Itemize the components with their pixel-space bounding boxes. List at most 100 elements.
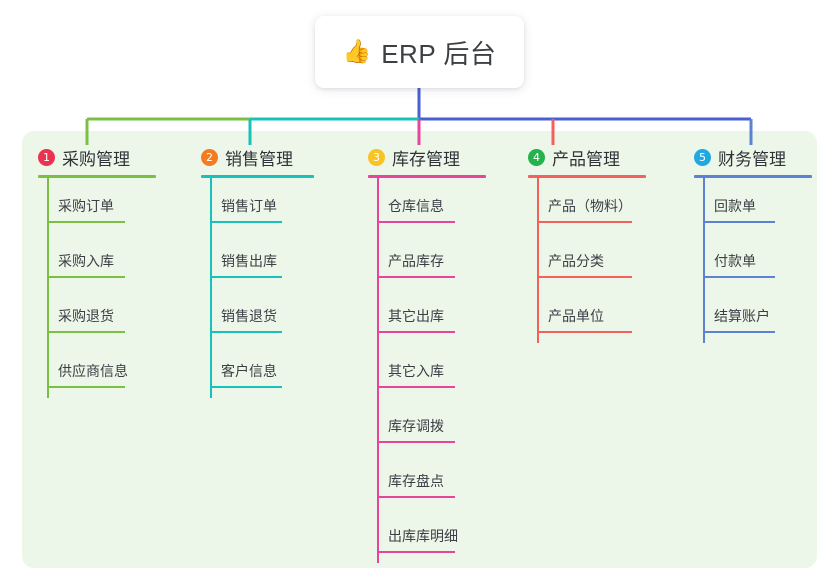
branch-number-badge: 4 — [528, 148, 545, 166]
leaf-node-label: 其它入库 — [388, 363, 444, 379]
branch-leaf-list: 仓库信息产品库存其它出库其它入库库存调拨库存盘点出库库明细 — [352, 178, 486, 563]
leaf-node-underline — [210, 331, 282, 333]
branch-number-badge: 5 — [694, 148, 711, 166]
branch-spine — [210, 178, 212, 398]
branch-spine — [47, 178, 49, 398]
branch-number-badge: 1 — [38, 148, 55, 166]
leaf-node-underline — [537, 276, 632, 278]
branch-leaf-list: 产品（物料） 产品分类产品单位 — [512, 178, 646, 343]
leaf-node[interactable]: 库存调拨 — [352, 398, 486, 453]
branch-leaf-list: 回款单付款单结算账户 — [678, 178, 812, 343]
leaf-node-label: 销售退货 — [221, 308, 277, 324]
branch-leaf-list: 销售订单销售出库销售退货客户信息 — [185, 178, 314, 398]
leaf-node[interactable]: 库存盘点 — [352, 453, 486, 508]
leaf-node-label: 其它出库 — [388, 308, 444, 324]
branch-column-财务管理: 5 财务管理回款单付款单结算账户 — [678, 145, 812, 343]
leaf-node[interactable]: 销售订单 — [185, 178, 314, 233]
leaf-node-underline — [47, 221, 125, 223]
leaf-node-underline — [47, 276, 125, 278]
leaf-node[interactable]: 客户信息 — [185, 343, 314, 398]
leaf-node-label: 销售订单 — [221, 198, 277, 214]
leaf-node-underline — [377, 386, 455, 388]
root-node-erp-backend[interactable]: 👍 ERP 后台 — [315, 16, 524, 88]
leaf-node[interactable]: 销售退货 — [185, 288, 314, 343]
branch-header-财务管理[interactable]: 5 财务管理 — [678, 145, 812, 169]
branch-spine — [703, 178, 705, 343]
branch-header-underline — [38, 175, 156, 178]
branch-number-badge: 3 — [368, 148, 385, 166]
leaf-node-underline — [703, 331, 775, 333]
branch-column-销售管理: 2 销售管理销售订单销售出库销售退货客户信息 — [185, 145, 314, 398]
leaf-node[interactable]: 产品库存 — [352, 233, 486, 288]
leaf-node-label: 库存盘点 — [388, 473, 444, 489]
leaf-node-label: 产品库存 — [388, 253, 444, 269]
leaf-node-label: 库存调拨 — [388, 418, 444, 434]
branch-header-underline — [528, 175, 646, 178]
leaf-node-underline — [210, 221, 282, 223]
leaf-node-label: 采购退货 — [58, 308, 114, 324]
leaf-node[interactable]: 结算账户 — [678, 288, 812, 343]
leaf-node[interactable]: 仓库信息 — [352, 178, 486, 233]
leaf-node[interactable]: 供应商信息 — [22, 343, 156, 398]
leaf-node-label: 产品（物料） — [548, 198, 632, 214]
leaf-node-underline — [377, 496, 455, 498]
branch-header-underline — [368, 175, 486, 178]
branch-header-underline — [694, 175, 812, 178]
branch-spine — [537, 178, 539, 343]
leaf-node-label: 回款单 — [714, 198, 756, 214]
leaf-node-underline — [210, 386, 282, 388]
leaf-node[interactable]: 采购订单 — [22, 178, 156, 233]
leaf-node-underline — [703, 221, 775, 223]
leaf-node-label: 采购入库 — [58, 253, 114, 269]
branch-header-销售管理[interactable]: 2 销售管理 — [185, 145, 314, 169]
branch-title-label: 采购管理 — [62, 149, 130, 169]
leaf-node-underline — [47, 386, 125, 388]
leaf-node-underline — [537, 331, 632, 333]
leaf-node[interactable]: 回款单 — [678, 178, 812, 233]
leaf-node-underline — [703, 276, 775, 278]
leaf-node-label: 付款单 — [714, 253, 756, 269]
leaf-node-underline — [537, 221, 632, 223]
leaf-node-underline — [377, 331, 455, 333]
branch-title-label: 财务管理 — [718, 149, 786, 169]
leaf-node[interactable]: 产品单位 — [512, 288, 646, 343]
branch-title-label: 库存管理 — [392, 149, 460, 169]
leaf-node[interactable]: 其它出库 — [352, 288, 486, 343]
leaf-node-underline — [47, 331, 125, 333]
leaf-node-label: 仓库信息 — [388, 198, 444, 214]
leaf-node[interactable]: 销售出库 — [185, 233, 314, 288]
leaf-node-underline — [377, 551, 455, 553]
leaf-node-label: 销售出库 — [221, 253, 277, 269]
leaf-node-label: 结算账户 — [714, 308, 770, 324]
branch-column-采购管理: 1 采购管理采购订单采购入库采购退货供应商信息 — [22, 145, 156, 398]
branch-header-库存管理[interactable]: 3 库存管理 — [352, 145, 486, 169]
leaf-node-label: 客户信息 — [221, 363, 277, 379]
leaf-node-label: 出库库明细 — [388, 528, 458, 544]
leaf-node[interactable]: 产品（物料） — [512, 178, 646, 233]
leaf-node[interactable]: 其它入库 — [352, 343, 486, 398]
thumbs-up-icon: 👍 — [342, 37, 372, 64]
leaf-node-label: 产品分类 — [548, 253, 604, 269]
leaf-node-underline — [210, 276, 282, 278]
leaf-node[interactable]: 采购退货 — [22, 288, 156, 343]
branch-number-badge: 2 — [201, 148, 218, 166]
root-node-label: ERP 后台 — [381, 38, 497, 69]
branch-title-label: 销售管理 — [225, 149, 293, 169]
leaf-node-underline — [377, 441, 455, 443]
leaf-node-label: 采购订单 — [58, 198, 114, 214]
branch-header-underline — [201, 175, 314, 178]
leaf-node[interactable]: 付款单 — [678, 233, 812, 288]
leaf-node-underline — [377, 221, 455, 223]
branch-header-采购管理[interactable]: 1 采购管理 — [22, 145, 156, 169]
leaf-node[interactable]: 采购入库 — [22, 233, 156, 288]
leaf-node-label: 供应商信息 — [58, 363, 128, 379]
branch-column-库存管理: 3 库存管理仓库信息产品库存其它出库其它入库库存调拨库存盘点出库库明细 — [352, 145, 486, 563]
leaf-node-underline — [377, 276, 455, 278]
branch-leaf-list: 采购订单采购入库采购退货供应商信息 — [22, 178, 156, 398]
leaf-node[interactable]: 出库库明细 — [352, 508, 486, 563]
diagram-background-panel — [22, 131, 817, 568]
leaf-node[interactable]: 产品分类 — [512, 233, 646, 288]
